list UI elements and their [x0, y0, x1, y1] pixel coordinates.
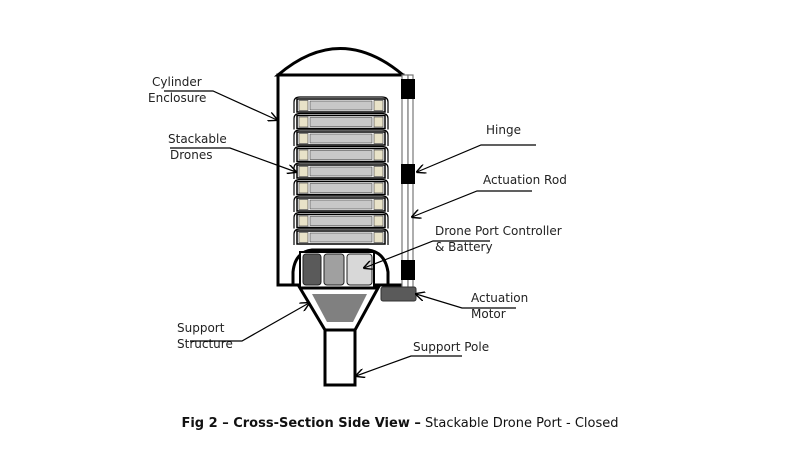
drone — [293, 178, 389, 196]
drone — [293, 112, 389, 130]
drone-shell — [293, 145, 389, 163]
drone-end-right — [373, 182, 384, 194]
drone-shell — [293, 195, 389, 212]
drone-panel — [309, 150, 373, 160]
figure-caption: Fig 2 – Cross-Section Side View – Stacka… — [0, 416, 800, 431]
drone-panel — [309, 183, 373, 193]
actuation-motor — [380, 286, 417, 302]
drone — [293, 145, 389, 163]
drone-stack — [293, 96, 389, 245]
drone-end-left — [298, 232, 309, 243]
drone-end-left — [298, 199, 309, 210]
enclosure-dome — [273, 47, 408, 77]
drone — [293, 195, 389, 212]
drone-end-left — [298, 182, 309, 194]
drone — [293, 211, 389, 229]
drone-end-right — [373, 149, 384, 161]
drone-shell — [293, 228, 389, 245]
drone-panel — [309, 133, 373, 144]
caption-normal: Stackable Drone Port - Closed — [420, 416, 619, 431]
drone-shell — [293, 112, 389, 130]
drone-shell — [293, 178, 389, 196]
drone-panel — [309, 216, 373, 226]
callout-support-structure: Support Structure — [177, 303, 309, 351]
drone-end-right — [373, 166, 384, 177]
label-stackable-drones-line1: Stackable — [168, 132, 227, 146]
hinge-bottom — [401, 260, 415, 280]
label-controller-battery-line1: Drone Port Controller — [435, 224, 562, 238]
drone-shell — [293, 96, 389, 113]
callout-actuation-rod: Actuation Rod — [412, 173, 567, 217]
label-actuation-motor-line2: Motor — [471, 307, 506, 321]
drone-end-right — [373, 199, 384, 210]
drone-shell — [293, 129, 389, 146]
controller-cradle — [291, 248, 390, 285]
drone-panel — [309, 166, 373, 177]
callout-controller-battery: Drone Port Controller & Battery — [364, 224, 562, 268]
caption-bold: Fig 2 – Cross-Section Side View – — [181, 416, 421, 431]
drone-end-left — [298, 100, 309, 111]
drone-panel — [309, 117, 373, 127]
controller-board — [346, 253, 373, 286]
drone — [293, 162, 389, 179]
drone-end-left — [298, 116, 309, 128]
hinge-middle — [401, 164, 415, 184]
drone — [293, 129, 389, 146]
hinge-top — [401, 79, 415, 99]
label-actuation-motor-line1: Actuation — [471, 291, 528, 305]
drone-end-left — [298, 166, 309, 177]
drone-end-right — [373, 232, 384, 243]
support-funnel-insert — [312, 294, 367, 322]
drone-panel — [309, 232, 373, 243]
label-controller-battery-line2: & Battery — [435, 240, 493, 254]
label-hinge: Hinge — [486, 123, 521, 137]
callout-stackable-drones: Stackable Drones — [168, 132, 296, 172]
callout-support-pole: Support Pole — [356, 340, 489, 376]
drone-end-left — [298, 149, 309, 161]
label-stackable-drones-line2: Drones — [170, 148, 213, 162]
label-support-pole: Support Pole — [413, 340, 489, 354]
support-pole — [323, 328, 357, 387]
drone-end-right — [373, 215, 384, 227]
battery-cell-dark — [302, 253, 322, 286]
drone — [293, 96, 389, 113]
label-support-structure-line1: Support — [177, 321, 225, 335]
drone-shell — [293, 211, 389, 229]
label-actuation-rod: Actuation Rod — [483, 173, 567, 187]
label-cylinder-enclosure-line2: Enclosure — [148, 91, 206, 105]
drone-panel — [309, 100, 373, 111]
label-cylinder-enclosure-line1: Cylinder — [152, 75, 202, 89]
callout-actuation-motor: Actuation Motor — [416, 291, 528, 321]
label-support-structure-line2: Structure — [177, 337, 233, 351]
drone-end-left — [298, 133, 309, 144]
drone — [293, 228, 389, 245]
drone-end-right — [373, 116, 384, 128]
drone-end-right — [373, 100, 384, 111]
callout-hinge: Hinge — [417, 123, 536, 172]
callout-cylinder-enclosure: Cylinder Enclosure — [148, 75, 277, 120]
drone-end-right — [373, 133, 384, 144]
drone-end-left — [298, 215, 309, 227]
battery-cell-mid — [323, 253, 345, 286]
drone-panel — [309, 199, 373, 210]
